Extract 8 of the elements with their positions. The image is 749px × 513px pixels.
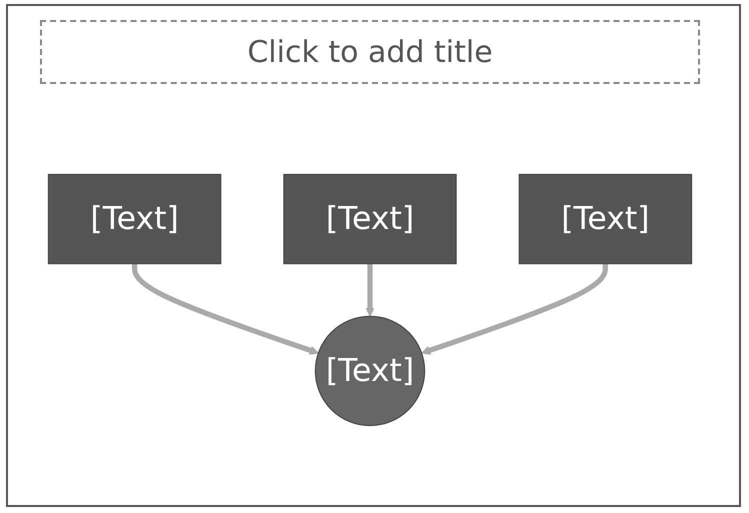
text-box: [Text]: [48, 174, 222, 264]
text-box: [Text]: [283, 174, 457, 264]
arrow: [365, 264, 375, 317]
circle-node: [Text]: [314, 316, 426, 426]
title-input-field: Click to add title: [40, 20, 700, 84]
arrow: [132, 264, 319, 355]
arrow: [421, 264, 608, 355]
text-box: [Text]: [518, 174, 692, 264]
